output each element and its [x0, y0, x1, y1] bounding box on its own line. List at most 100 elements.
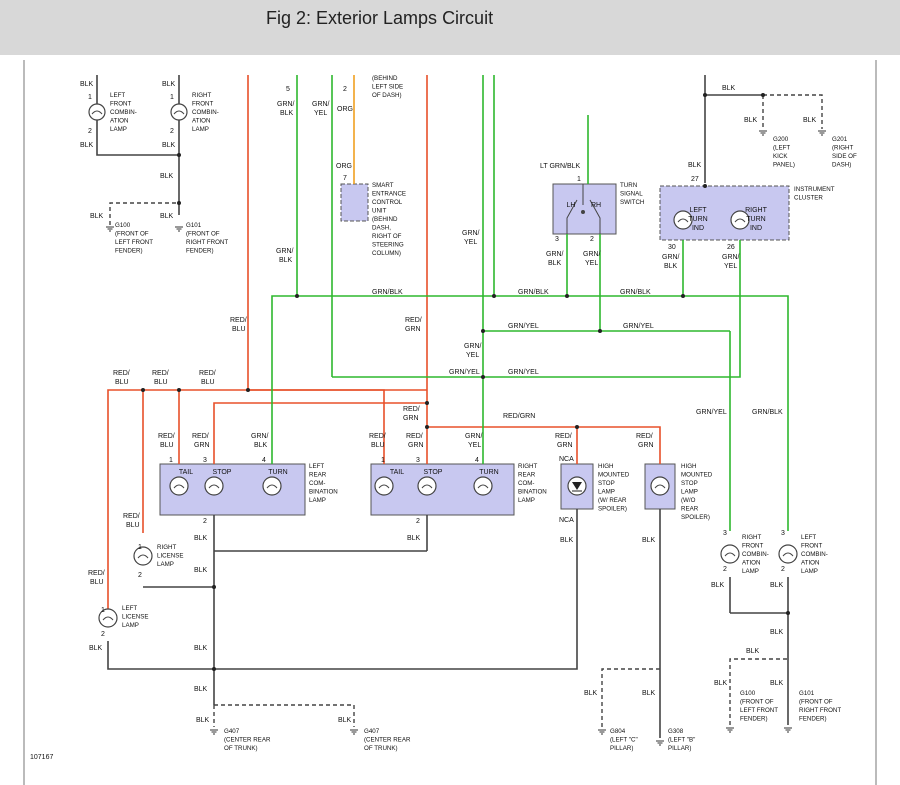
- pin-label: 1: [577, 176, 581, 183]
- wire-label: BLK: [80, 142, 94, 149]
- wire-label: BLK: [746, 648, 760, 655]
- wire-label: GRN/YEL: [696, 409, 727, 416]
- pin-label: 2: [343, 86, 347, 93]
- wire-label: BLK: [338, 717, 352, 724]
- pin-label: 1: [381, 457, 385, 464]
- wire-label: BLU: [154, 379, 168, 386]
- component-inner-label: TAIL: [179, 469, 193, 476]
- wire-label: RED/: [403, 406, 420, 413]
- wire-label: BLU: [201, 379, 215, 386]
- wiring-diagram: BLKBLKBLKBLKBLKBLKBLKGRN/BLKGRN/YELORGOR…: [23, 60, 877, 785]
- wire-label: BLK: [194, 567, 208, 574]
- component-inner-label: TURN: [746, 216, 765, 223]
- wire-label: BLU: [371, 442, 385, 449]
- wire-label: GRN/YEL: [449, 369, 480, 376]
- wire-label: BLK: [803, 117, 817, 124]
- component-label: G804(LEFT "C"PILLAR): [610, 728, 638, 752]
- wire-label: BLK: [162, 142, 176, 149]
- bulb-left-stop: [204, 476, 224, 496]
- junction-dots: [141, 93, 790, 671]
- pin-label: 3: [203, 457, 207, 464]
- bulb-right-stop: [417, 476, 437, 496]
- bulb-right-front-combination-2: [720, 544, 740, 564]
- wire-label: RED/: [158, 433, 175, 440]
- component-inner-label: TURN: [688, 216, 707, 223]
- wire-label: GRN/BLK: [372, 289, 403, 296]
- wire-label: BLK: [688, 162, 702, 169]
- pin-label: 7: [343, 175, 347, 182]
- smart-entrance-control-unit: [340, 183, 369, 222]
- turn-switch-contacts: [566, 184, 601, 234]
- wire-label: BLK: [548, 260, 562, 267]
- pin-label: 1: [169, 457, 173, 464]
- figure-number: 107167: [30, 754, 53, 761]
- dashed-ground-leads: [109, 94, 823, 727]
- wire-label: LT GRN/BLK: [540, 163, 581, 170]
- wire-label: BLK: [254, 442, 268, 449]
- led-symbol: [572, 482, 582, 492]
- pin-label: 2: [88, 128, 92, 135]
- pin-label: 3: [416, 457, 420, 464]
- pin-label: 3: [781, 530, 785, 537]
- pin-label: 1: [170, 94, 174, 101]
- component-inner-label: LH: [567, 202, 576, 209]
- pin-label: 2: [781, 566, 785, 573]
- bulb-right-tail: [374, 476, 394, 496]
- component-inner-label: IND: [692, 225, 704, 232]
- component-label: G308(LEFT "B"PILLAR): [668, 728, 695, 752]
- wire-label: BLK: [162, 81, 176, 88]
- wire-label: GRN/YEL: [508, 369, 539, 376]
- connector-label: NCA: [559, 517, 574, 524]
- ground-symbols: [106, 130, 826, 746]
- pin-label: 3: [555, 236, 559, 243]
- wire-label: ORG: [337, 106, 353, 113]
- wire-label: BLK: [714, 680, 728, 687]
- wire-label: BLK: [770, 680, 784, 687]
- wire-label: BLK: [80, 81, 94, 88]
- wire-label: BLK: [194, 535, 208, 542]
- wire-label: GRN: [405, 326, 421, 333]
- instrument-cluster: [659, 185, 790, 241]
- wire-label: BLK: [744, 117, 758, 124]
- bulb-hmsl-no-spoiler: [650, 476, 670, 496]
- wire-label: BLK: [90, 213, 104, 220]
- wire-label: GRN: [408, 442, 424, 449]
- wire-label: YEL: [464, 239, 477, 246]
- wire-label: GRN/BLK: [752, 409, 783, 416]
- bulb-left-turn: [262, 476, 282, 496]
- bulb-left-front-combination: [88, 103, 106, 121]
- pin-label: 2: [101, 631, 105, 638]
- pin-label: 5: [286, 86, 290, 93]
- bulb-right-front-combination: [170, 103, 188, 121]
- wire-label: BLK: [711, 582, 725, 589]
- wire-label: RED/: [555, 433, 572, 440]
- wire-label: BLK: [642, 690, 656, 697]
- pin-label: 2: [590, 236, 594, 243]
- wire-label: BLU: [160, 442, 174, 449]
- pin-label: 2: [416, 518, 420, 525]
- wire-label: RED/: [152, 370, 169, 377]
- pin-label: 2: [138, 572, 142, 579]
- pin-label: 1: [88, 94, 92, 101]
- wire-label: BLU: [90, 579, 104, 586]
- green-wires: [271, 75, 789, 531]
- component-inner-label: TAIL: [390, 469, 404, 476]
- component-inner-label: LEFT: [689, 207, 707, 214]
- wire-label: GRN/: [465, 433, 483, 440]
- bulb-left-turn-ind: [673, 210, 693, 230]
- wire-label: GRN/: [583, 251, 601, 258]
- pin-label: 26: [727, 244, 735, 251]
